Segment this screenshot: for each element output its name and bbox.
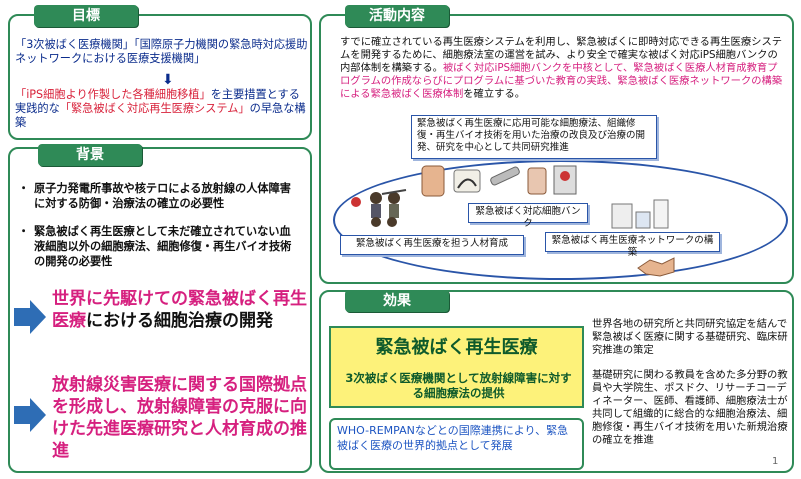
effect-highlight-box: 緊急被ばく再生医療 3次被ばく医療機関として放射線障害に対する細胞療法の提供 bbox=[329, 326, 584, 408]
goal-line-2-end: の早急な構築 bbox=[15, 102, 306, 129]
background-highlight-1: 世界に先駆けての緊急被ばく再生医療における細胞治療の開発 bbox=[52, 288, 308, 332]
cell-bank-box: 緊急被ばく対応細胞バンク bbox=[468, 203, 588, 229]
activity-description-highlight: 被ばく対応iPS細胞バンクを中核として、緊急被ばく医療人材育成教育プログラムの作… bbox=[340, 62, 783, 100]
goal-system-name: 「緊急被ばく対応再生医療システム」 bbox=[59, 102, 250, 115]
effect-text-1: 世界各地の研究所と共同研究協定を結んで緊急被ばく医療に関する基礎研究、臨床研究推… bbox=[592, 318, 788, 356]
goal-line-2-mid: を主要措置とする実践的な bbox=[15, 88, 300, 115]
goal-panel bbox=[8, 14, 312, 140]
background-highlight-1-pink: 世界に先駆けての緊急被ばく再生医療 bbox=[52, 289, 307, 331]
right-arrow-icon bbox=[14, 300, 46, 334]
effect-highlight-title: 緊急被ばく再生医療 bbox=[375, 337, 538, 358]
page-number: 1 bbox=[772, 456, 779, 467]
goal-line-1: 「3次被ばく医療機関」「国際原子力機関の緊急時対応援助ネットワークにおける医療支… bbox=[15, 38, 308, 65]
background-bullet-2: ・ 緊急被ばく再生医療として未だ確立されていない血液細胞以外の細胞療法、細胞修復… bbox=[18, 224, 300, 269]
research-box: 緊急被ばく再生医療に応用可能な細胞療法、組織修復・再生バイオ技術を用いた治療の改… bbox=[411, 115, 657, 159]
background-bullet-2-text: 緊急被ばく再生医療として未だ確立されていない血液細胞以外の細胞療法、細胞修復・再… bbox=[34, 225, 292, 268]
background-highlight-1-black: における細胞治療の開発 bbox=[86, 311, 273, 331]
lab-equipment-image bbox=[611, 199, 669, 229]
background-bullet-1-text: 原子力発電所事故や核テロによる放射線の人体障害に対する防御・治療法の確立の必要性 bbox=[34, 182, 291, 210]
goal-line-2: 「iPS細胞より作製した各種細胞移植」を主要措置とする実践的な「緊急被ばく対応再… bbox=[15, 88, 311, 130]
down-arrow-icon: ⬇ bbox=[162, 72, 174, 88]
effect-text-2: 基礎研究に関わる教員を含めた多分野の教員や大学院生、ポスドク、リサーチコーディネ… bbox=[592, 369, 788, 446]
goal-header: 目標 bbox=[34, 5, 138, 27]
activity-header: 活動内容 bbox=[345, 5, 449, 27]
bullet-dot-icon: ・ bbox=[18, 225, 30, 238]
goal-ips-transplant: 「iPS細胞より作製した各種細胞移植」 bbox=[15, 88, 211, 101]
international-collaboration-box: WHO-REMPANなどとの国際連携により、緊急被ばく医療の世界的拠点として発展 bbox=[329, 418, 584, 470]
background-highlight-2: 放射線災害医療に関する国際拠点を形成し、放射線障害の克服に向けた先進医療研究と人… bbox=[52, 375, 307, 461]
bullet-dot-icon: ・ bbox=[18, 182, 30, 195]
personnel-training-box: 緊急被ばく再生医療を担う人材育成 bbox=[340, 235, 524, 255]
background-panel bbox=[8, 147, 312, 473]
effect-header: 効果 bbox=[345, 290, 449, 312]
network-box: 緊急被ばく再生医療ネットワークの構築 bbox=[545, 232, 720, 258]
training-people-image bbox=[351, 189, 407, 227]
right-arrow-icon bbox=[14, 398, 46, 432]
handshake-image bbox=[637, 257, 675, 277]
effect-highlight-subtitle: 3次被ばく医療機関として放射線障害に対する細胞療法の提供 bbox=[345, 371, 572, 400]
activity-description-end: を確立する。 bbox=[463, 88, 526, 100]
activity-description-main: すでに確立されている再生医療システムを利用し、緊急被ばくに即時対応できる再生医療… bbox=[340, 36, 783, 74]
activity-description: すでに確立されている再生医療システムを利用し、緊急被ばくに即時対応できる再生医療… bbox=[340, 36, 786, 101]
background-bullet-1: ・ 原子力発電所事故や核テロによる放射線の人体障害に対する防御・治療法の確立の必… bbox=[18, 181, 300, 211]
activity-ellipse bbox=[333, 160, 788, 280]
medical-illustrations-image bbox=[421, 165, 577, 197]
background-header: 背景 bbox=[38, 144, 142, 166]
